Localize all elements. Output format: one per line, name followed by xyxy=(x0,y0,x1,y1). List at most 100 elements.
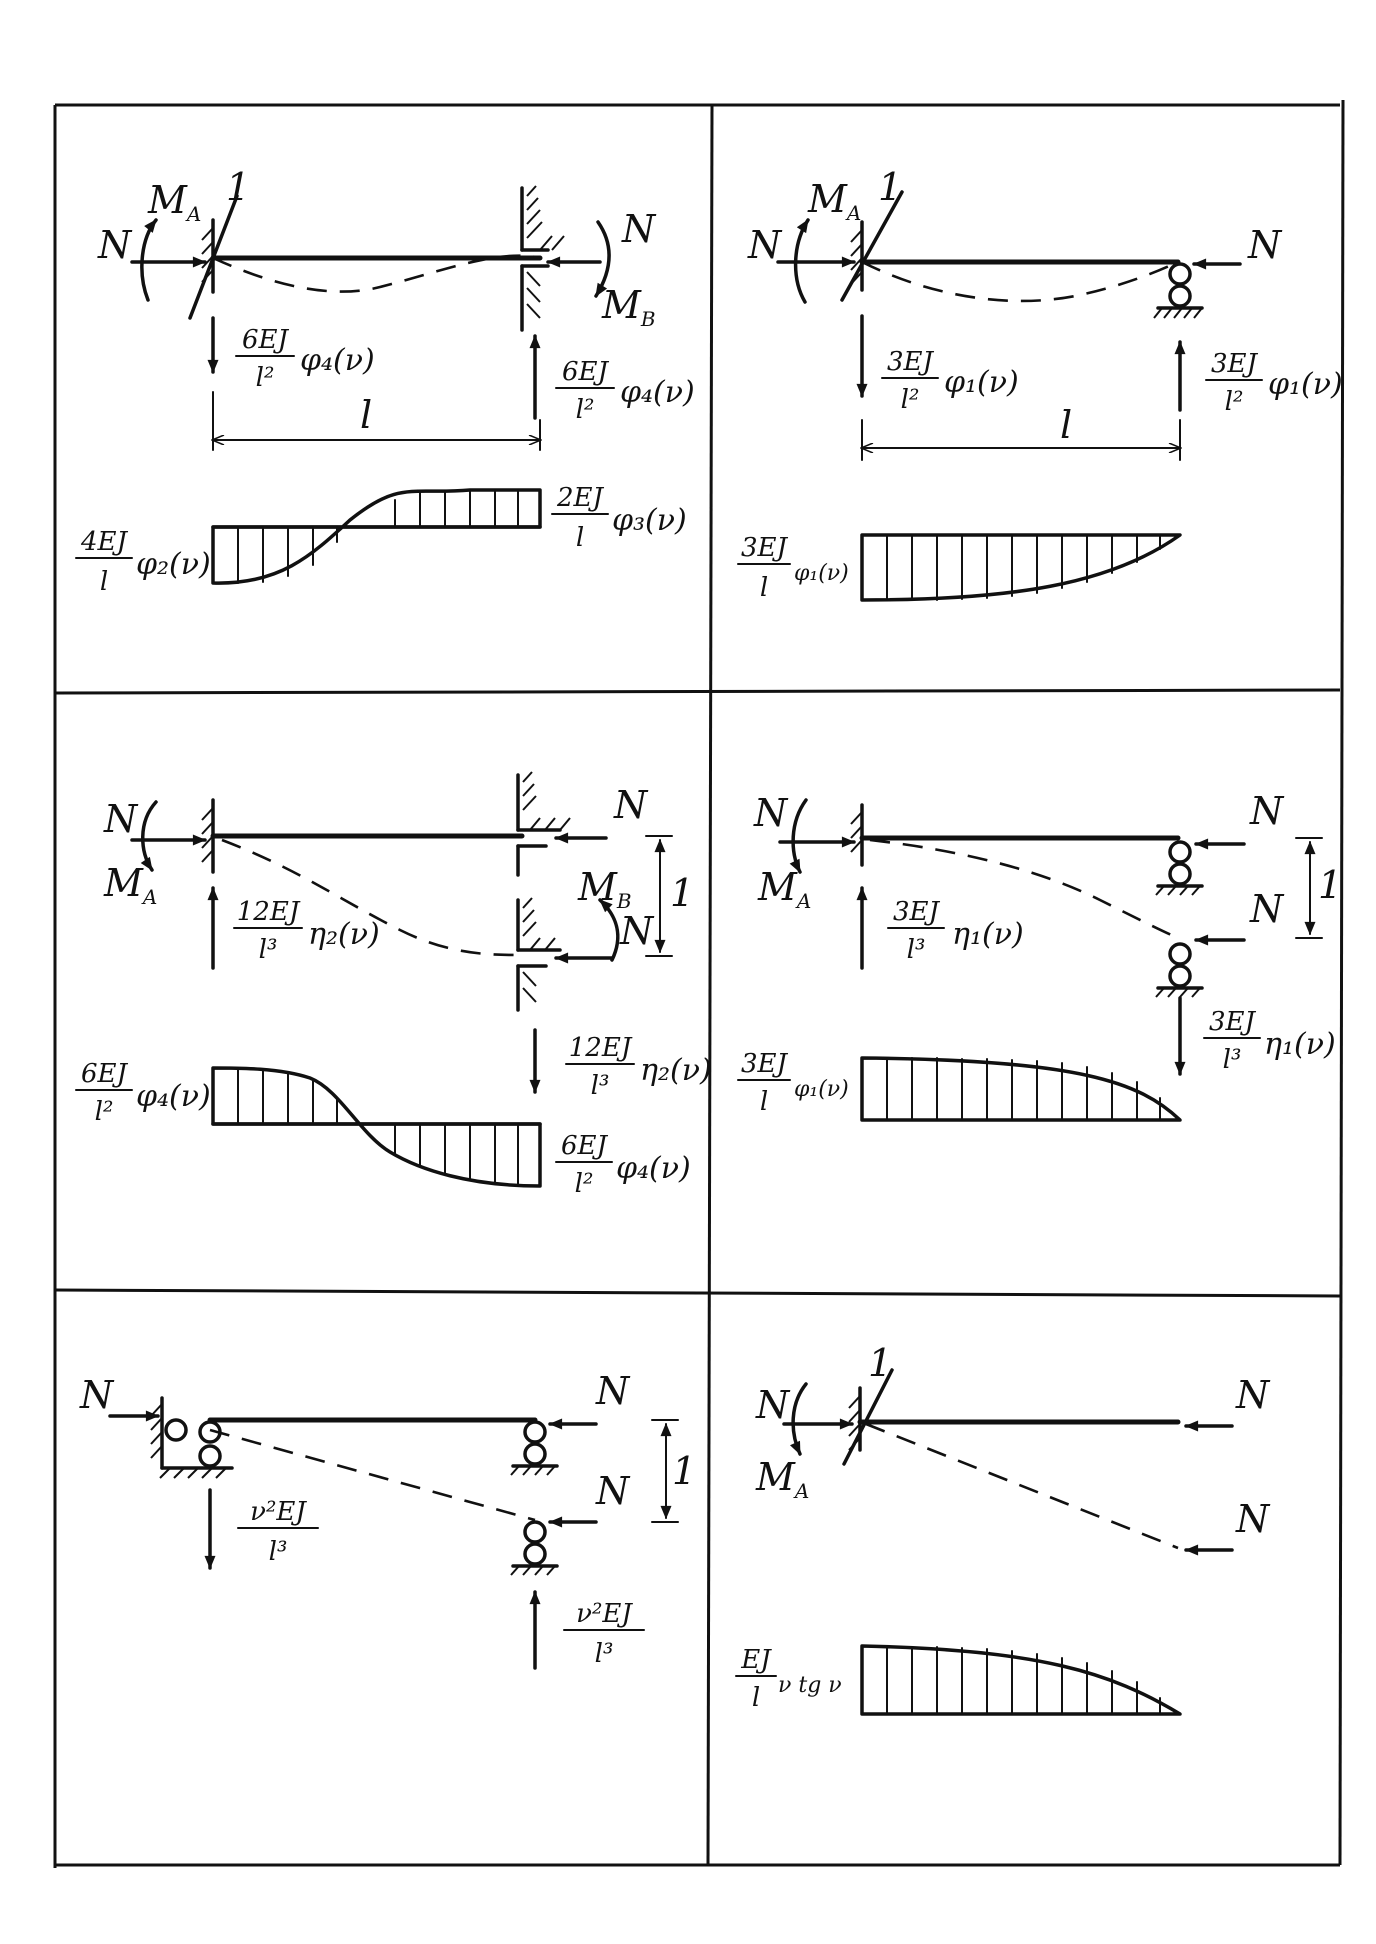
moment-arrow-icon xyxy=(789,798,808,874)
moment-arrow-icon xyxy=(793,218,810,304)
svg-text:l²: l² xyxy=(1225,387,1244,417)
svg-text:4EJ: 4EJ xyxy=(80,527,129,557)
svg-text:l²: l² xyxy=(901,385,920,415)
dimension-arrow-icon xyxy=(1295,837,1323,939)
force-label: N xyxy=(79,1373,115,1417)
svg-text:3EJ: 3EJ xyxy=(741,1049,789,1079)
reaction-formula-right: 3EJ l³ η₁(ν) xyxy=(1203,1007,1336,1075)
moment-arrow-icon xyxy=(789,1382,808,1456)
deflection-curve xyxy=(861,260,1179,303)
reaction-formula-left: 12EJ l³ η₂(ν) xyxy=(233,897,380,965)
force-label: N xyxy=(1249,789,1285,833)
moment-label: MB xyxy=(601,283,656,331)
force-label: N xyxy=(613,783,649,827)
reaction-formula-right: ν²EJ l³ xyxy=(563,1599,645,1669)
svg-text:l³: l³ xyxy=(259,935,278,965)
moment-label: MA xyxy=(755,1455,809,1503)
unit-displacement-label: 1 xyxy=(672,1449,696,1493)
svg-text:6EJ: 6EJ xyxy=(242,325,290,355)
svg-text:η₁(ν): η₁(ν) xyxy=(952,917,1024,952)
fixed-support-icon xyxy=(516,897,562,1012)
moment-formula-left: 3EJ l φ₁(ν) xyxy=(737,1049,849,1117)
svg-text:φ₁(ν): φ₁(ν) xyxy=(944,365,1019,400)
moment-diagram xyxy=(211,1066,542,1188)
svg-text:l: l xyxy=(576,523,584,553)
roller-support-icon xyxy=(1155,942,1204,998)
svg-text:2EJ: 2EJ xyxy=(556,483,605,513)
unit-displacement-label: 1 xyxy=(670,871,694,915)
svg-text:3EJ: 3EJ xyxy=(1209,1007,1257,1037)
deflection-curve xyxy=(209,1428,536,1522)
svg-text:φ₄(ν): φ₄(ν) xyxy=(620,375,695,410)
svg-text:φ₁(ν): φ₁(ν) xyxy=(794,561,849,586)
deflection-curve xyxy=(869,838,1179,940)
force-label: N xyxy=(621,207,657,251)
case-fixed-free-rotation: 1 N MA N N EJ l ν tg ν xyxy=(735,1341,1271,1716)
moment-label: MA xyxy=(103,861,157,909)
force-label: N xyxy=(97,223,133,267)
reaction-formula-right: 3EJ l² φ₁(ν) xyxy=(1205,349,1343,417)
table-frame xyxy=(53,99,1345,1868)
moment-arrow-icon xyxy=(140,800,158,872)
moment-formula-right: 6EJ l² φ₄(ν) xyxy=(555,1131,691,1199)
fixed-support-icon xyxy=(850,803,864,867)
case-fixed-pinned-displacement: N MA N N 1 3EJ l³ η₁(ν) 3EJ l³ η₁(ν) xyxy=(737,789,1342,1122)
svg-text:ν tg ν: ν tg ν xyxy=(778,1673,842,1698)
reaction-formula-right: 6EJ l² φ₄(ν) xyxy=(555,357,695,425)
svg-text:l³: l³ xyxy=(907,935,926,965)
svg-text:φ₂(ν): φ₂(ν) xyxy=(136,547,211,582)
dimension-arrow-icon xyxy=(651,1419,679,1523)
roller-support-icon xyxy=(1155,840,1204,896)
svg-text:12EJ: 12EJ xyxy=(569,1033,633,1063)
unit-rotation-label: 1 xyxy=(868,1341,892,1385)
force-label: N xyxy=(1247,223,1283,267)
svg-text:l²: l² xyxy=(576,395,595,425)
svg-text:l: l xyxy=(760,573,768,603)
moment-diagram xyxy=(211,488,542,585)
svg-text:η₁(ν): η₁(ν) xyxy=(1264,1027,1336,1062)
svg-text:6EJ: 6EJ xyxy=(561,1131,609,1161)
moment-label: MB xyxy=(577,865,632,913)
svg-text:l³: l³ xyxy=(595,1639,614,1669)
force-label: N xyxy=(755,1383,791,1427)
svg-text:6EJ: 6EJ xyxy=(81,1059,129,1089)
svg-text:3EJ: 3EJ xyxy=(887,347,935,377)
svg-text:l²: l² xyxy=(256,363,275,393)
moment-label: MA xyxy=(147,178,201,226)
fixed-support-icon xyxy=(520,185,565,332)
svg-text:3EJ: 3EJ xyxy=(893,897,941,927)
svg-text:12EJ: 12EJ xyxy=(237,897,301,927)
force-label: N xyxy=(1249,887,1285,931)
svg-text:3EJ: 3EJ xyxy=(741,533,789,563)
reaction-formula-left: 3EJ l³ η₁(ν) xyxy=(887,897,1024,965)
force-label: N xyxy=(619,909,655,953)
svg-text:l²: l² xyxy=(95,1097,114,1127)
case-sliding-pinned-displacement: N N N 1 ν²EJ l³ ν²EJ l³ xyxy=(79,1369,696,1670)
reaction-formula-left: 6EJ l² φ₄(ν) xyxy=(235,325,375,393)
moment-arrow-icon xyxy=(140,218,158,302)
roller-support-icon xyxy=(510,1520,559,1576)
moment-formula-left: EJ l ν tg ν xyxy=(735,1645,842,1713)
svg-text:φ₁(ν): φ₁(ν) xyxy=(794,1077,849,1102)
moment-formula-left: 6EJ l² φ₄(ν) xyxy=(75,1059,211,1127)
svg-text:φ₁(ν): φ₁(ν) xyxy=(1268,367,1343,402)
reaction-formula-right: 12EJ l³ η₂(ν) xyxy=(565,1033,712,1101)
reaction-formula-left: ν²EJ l³ xyxy=(237,1497,319,1567)
case-fixed-pinned-rotation: 1 N MA N 3EJ l² φ₁(ν) 3EJ xyxy=(737,165,1343,603)
svg-text:φ₄(ν): φ₄(ν) xyxy=(616,1151,691,1186)
force-label: N xyxy=(1235,1497,1271,1541)
moment-formula-left: 3EJ l φ₁(ν) xyxy=(737,533,849,603)
svg-text:l: l xyxy=(752,1683,760,1713)
length-label: l xyxy=(1060,403,1072,447)
force-label: N xyxy=(747,223,783,267)
svg-text:6EJ: 6EJ xyxy=(562,357,610,387)
svg-text:l: l xyxy=(760,1087,768,1117)
deflection-curve xyxy=(865,1422,1179,1550)
svg-text:ν²EJ: ν²EJ xyxy=(576,1599,633,1629)
case-fixed-fixed-rotation: 1 N MA N MB 6EJ l² φ₄ xyxy=(75,165,695,597)
svg-text:l: l xyxy=(100,567,108,597)
svg-text:φ₄(ν): φ₄(ν) xyxy=(300,343,375,378)
deflection-curve xyxy=(212,254,541,293)
force-label: N xyxy=(103,797,139,841)
